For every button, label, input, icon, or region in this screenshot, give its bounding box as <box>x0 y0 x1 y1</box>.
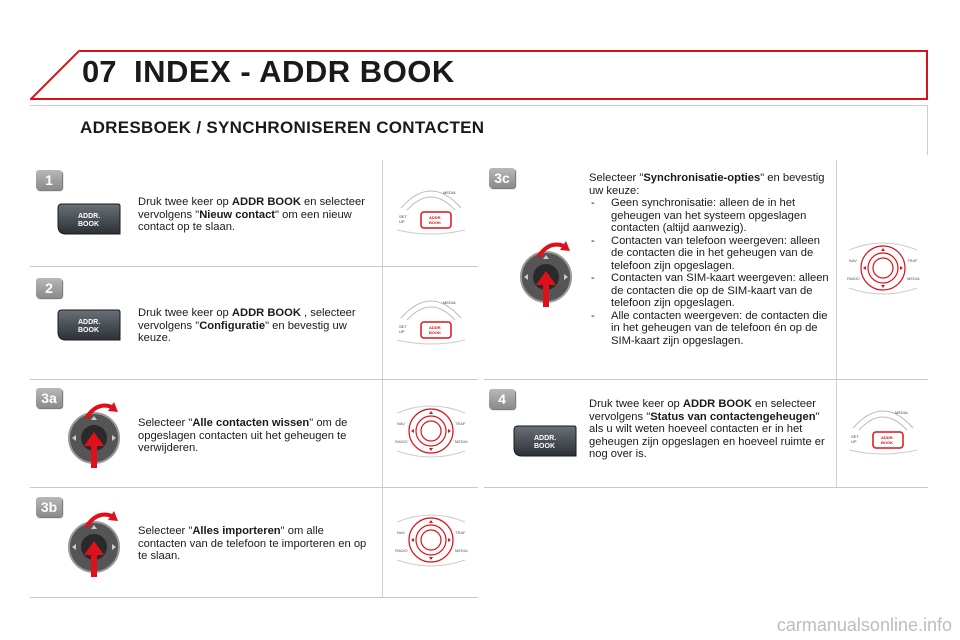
key-name: ADDR BOOK <box>231 307 301 319</box>
step-badge-4: 4 <box>489 389 515 409</box>
rotary-dial-press-icon <box>68 402 120 468</box>
option-name: Nieuw contact <box>199 208 276 221</box>
panel-setup-label: SET <box>399 214 407 219</box>
addr-book-button-icon: ADDR. BOOK <box>57 203 121 235</box>
panel-nav-label: NAV <box>397 530 405 535</box>
panel-media-label: MEDIA <box>455 548 468 553</box>
option-name: Configuratie <box>199 319 266 332</box>
addr-book-button-label-top: ADDR. <box>78 213 100 220</box>
control-panel-addr-book-icon: MEDIA SET UP ADDR. BOOK <box>396 300 466 345</box>
panel-traf-label: TRAF <box>455 530 466 535</box>
panel-addr-label: BOOK <box>429 220 441 225</box>
panel-setup-label: UP <box>399 219 405 224</box>
panel-media-label: MEDIA <box>907 276 920 281</box>
step-3b-box <box>30 488 478 598</box>
panel-media-label: MEDIA <box>443 300 456 305</box>
panel-setup-label: SET <box>851 434 859 439</box>
option-name: Alle contacten wissen <box>192 417 310 429</box>
rotary-dial-press-icon <box>520 241 572 307</box>
list-item: Contacten van telefoon weergeven: alleen… <box>589 235 831 273</box>
panel-nav-label: NAV <box>849 258 857 263</box>
panel-media-label: MEDIA <box>455 439 468 444</box>
panel-radio-label: RADIO <box>847 276 860 281</box>
control-panel-addr-book-icon: MEDIA SET UP ADDR. BOOK <box>396 190 466 235</box>
bottom-rule <box>30 597 478 598</box>
panel-media-label: MEDIA <box>895 410 908 415</box>
control-panel-dial-icon: NAV TRAF RADIO MEDIA <box>395 405 468 458</box>
step-2-text: Druk twee keer op ADDR BOOK , selecteer … <box>138 307 356 344</box>
control-panel-dial-icon: NAV TRAF RADIO MEDIA <box>395 514 468 567</box>
panel-nav-label: NAV <box>397 421 405 426</box>
panel-setup-label: UP <box>399 329 405 334</box>
rotary-dial-press-icon <box>68 511 120 577</box>
step-badge-3c: 3c <box>489 168 515 188</box>
page-title: INDEX - ADDR BOOK <box>134 54 455 89</box>
section-title: ADRESBOEK / SYNCHRONISEREN CONTACTEN <box>80 118 485 137</box>
addr-book-button-label-bottom: BOOK <box>78 221 99 228</box>
panel-addr-label: BOOK <box>881 440 893 445</box>
key-name: ADDR BOOK <box>231 196 301 208</box>
option-name: Synchronisatie-opties <box>643 172 761 184</box>
panel-radio-label: RADIO <box>395 439 408 444</box>
panel-traf-label: TRAF <box>907 258 918 263</box>
panel-traf-label: TRAF <box>455 421 466 426</box>
list-item: Geen synchronisatie: alleen de in het ge… <box>589 197 831 235</box>
step-badge-3a: 3a <box>36 388 62 408</box>
control-panel-dial-icon: NAV TRAF RADIO MEDIA <box>847 242 920 295</box>
step-3a-box <box>30 380 478 488</box>
panel-radio-label: RADIO <box>395 548 408 553</box>
header-frame <box>80 50 928 100</box>
addr-book-button-label-top: ADDR. <box>78 319 100 326</box>
step-3c-text: Selecteer "Synchronisatie-opties" en bev… <box>589 172 831 347</box>
addr-book-button-icon: ADDR. BOOK <box>513 425 577 457</box>
step-3c-box <box>484 160 928 380</box>
panel-addr-label: ADDR. <box>429 325 442 330</box>
panel-addr-label: BOOK <box>429 330 441 335</box>
list-item: Alle contacten weergeven: de contacten d… <box>589 310 831 348</box>
list-item: Contacten van SIM-kaart weergeven: allee… <box>589 272 831 310</box>
option-name: Status van contactengeheugen <box>650 410 816 423</box>
panel-setup-label: SET <box>399 324 407 329</box>
addr-book-button-label-bottom: BOOK <box>78 327 99 334</box>
header-corner <box>30 50 80 100</box>
panel-media-label: MEDIA <box>443 190 456 195</box>
step-2-box <box>30 267 478 380</box>
key-name: ADDR BOOK <box>682 398 752 410</box>
step-4-box <box>484 380 928 488</box>
step-3b-text: Selecteer "Alles importeren" om alle con… <box>138 525 367 562</box>
addr-book-button-label-top: ADDR. <box>534 435 556 442</box>
control-panel-addr-book-icon: MEDIA SET UP ADDR. BOOK <box>848 410 918 455</box>
watermark: carmanualsonline.info <box>776 615 952 635</box>
panel-addr-label: ADDR. <box>429 215 442 220</box>
step-1-box <box>30 160 478 267</box>
step-4-text: Druk twee keer op ADDR BOOK en selecteer… <box>589 398 825 460</box>
panel-addr-label: ADDR. <box>881 435 894 440</box>
step-3a-text: Selecteer "Alle contacten wissen" om de … <box>138 417 348 454</box>
chapter-number: 07 <box>82 54 117 89</box>
section-frame <box>30 105 928 155</box>
sync-options-list: Geen synchronisatie: alleen de in het ge… <box>589 197 831 347</box>
step-1-text: Druk twee keer op ADDR BOOK en selecteer… <box>138 196 365 233</box>
step-badge-3b: 3b <box>36 497 62 517</box>
panel-setup-label: UP <box>851 439 857 444</box>
addr-book-button-label-bottom: BOOK <box>534 443 555 450</box>
step-badge-2: 2 <box>36 278 62 298</box>
option-name: Alles importeren <box>192 525 281 537</box>
step-badge-1: 1 <box>36 170 62 190</box>
addr-book-button-icon: ADDR. BOOK <box>57 309 121 341</box>
